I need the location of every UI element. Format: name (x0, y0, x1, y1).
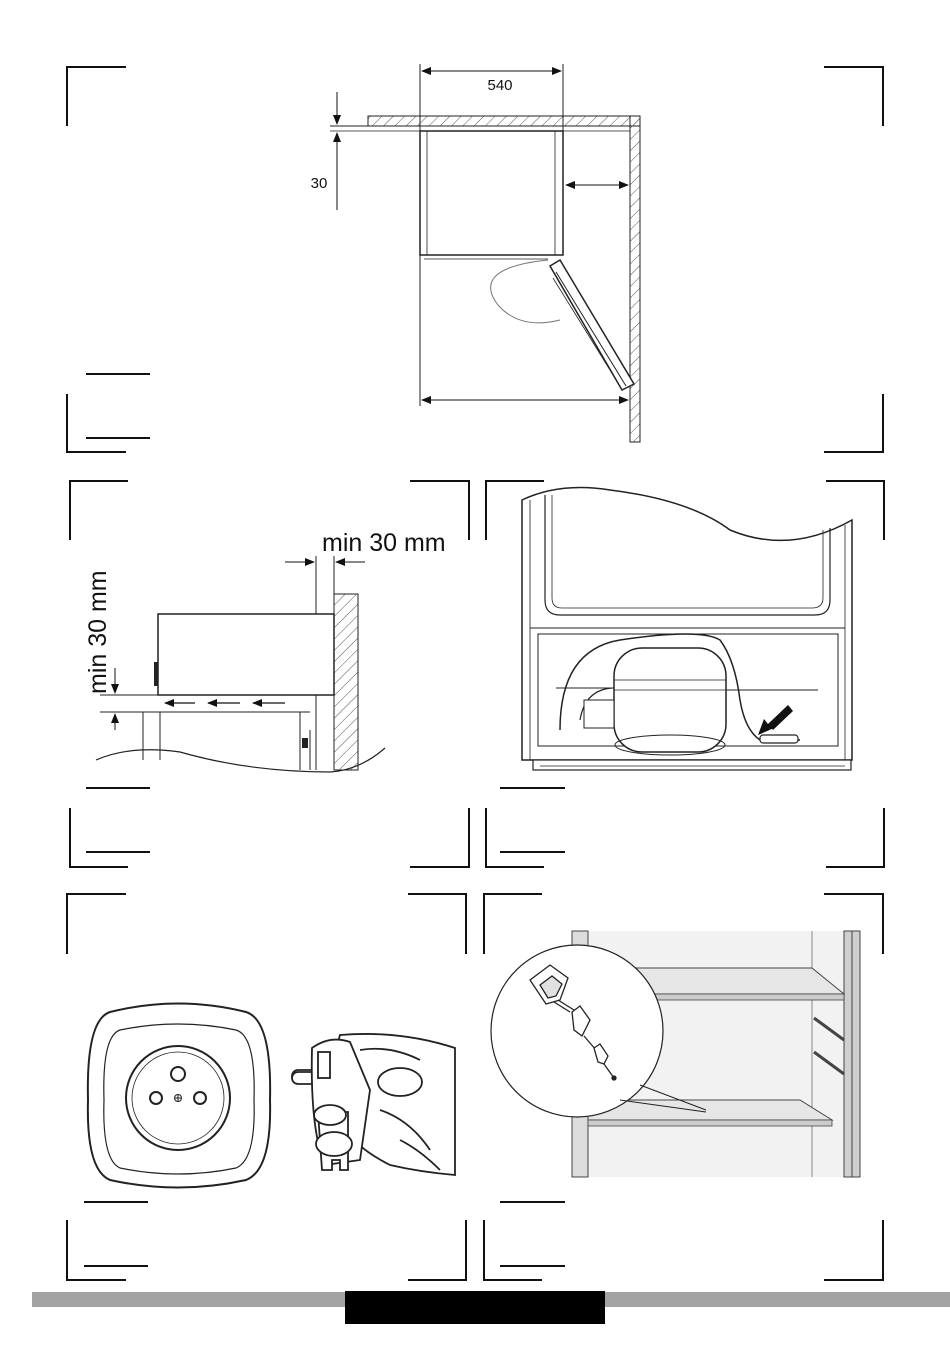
dimension-540-label: 540 (487, 77, 512, 94)
appliance-box (158, 614, 334, 695)
compressor (614, 648, 726, 755)
socket-icon (88, 1004, 270, 1188)
panel-compressor (486, 481, 884, 867)
appliance-body (420, 131, 563, 255)
plug-icon (292, 1034, 455, 1175)
door-swing-arc (491, 260, 560, 323)
cabinet-base (533, 760, 851, 770)
panel-socket-plug (67, 894, 466, 1280)
panel-interior-sensor (484, 894, 883, 1280)
base-cabinet (143, 712, 300, 770)
rear-wall (334, 594, 358, 770)
opened-door (550, 260, 634, 390)
dimension-30-label: 30 (311, 175, 328, 192)
panel-top-view: 540 30 (67, 64, 883, 452)
wall-right (630, 116, 640, 442)
footer-block (345, 1291, 605, 1324)
clearance-top-label: min 30 mm (322, 529, 446, 557)
panel-clearance: min 30 mm min 30 mm (70, 481, 469, 867)
clearance-side-label: min 30 mm (84, 570, 112, 694)
wall-top (368, 116, 640, 126)
